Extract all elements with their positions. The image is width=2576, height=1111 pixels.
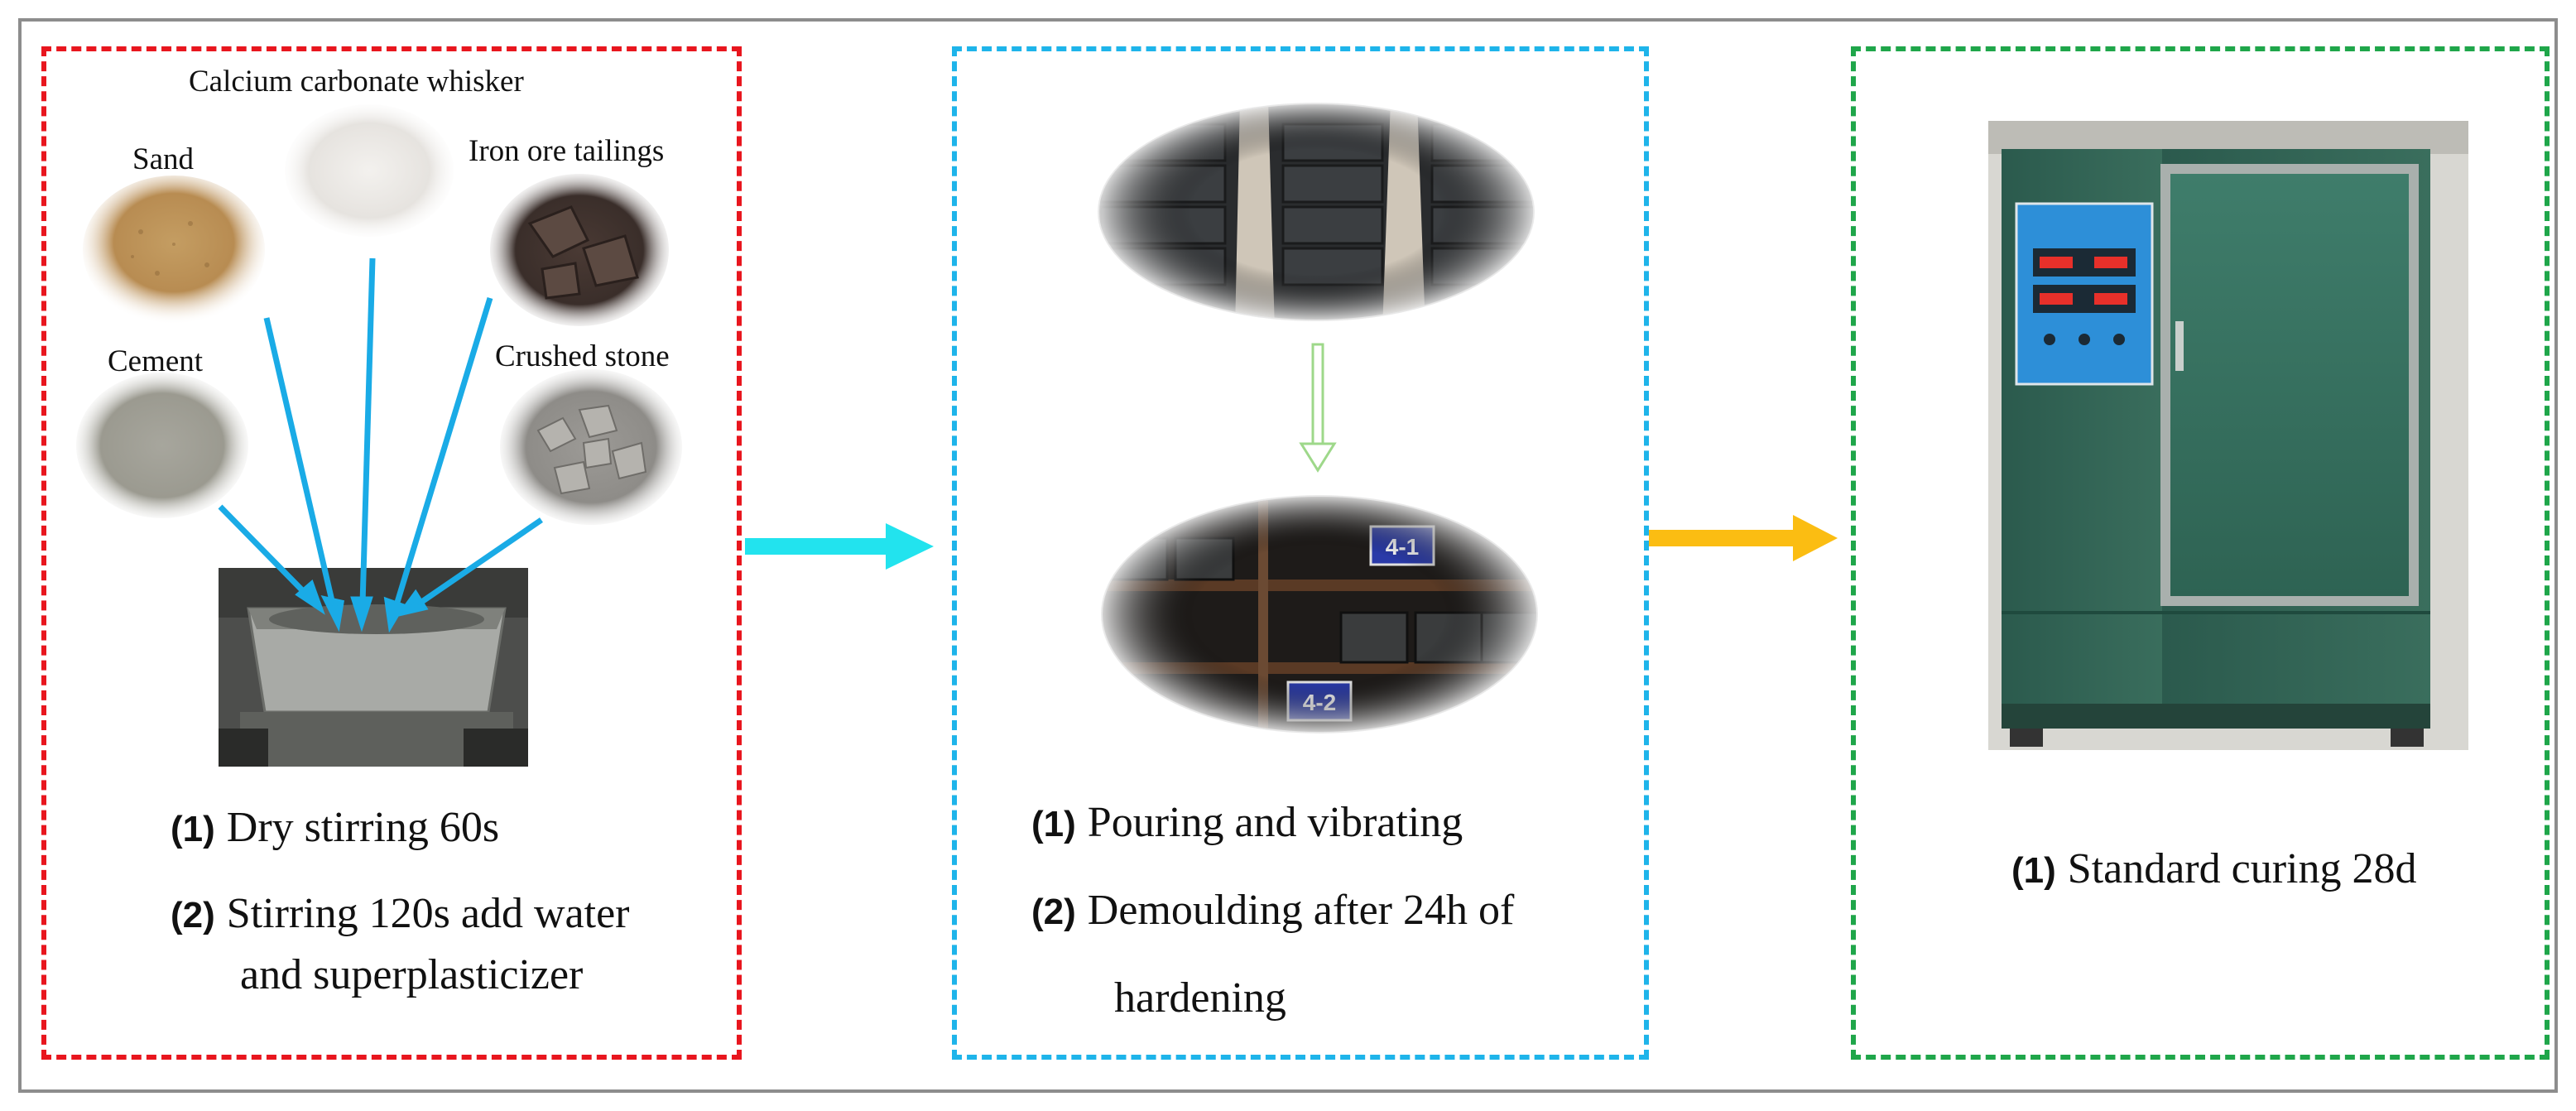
calcium-carbonate-whisker-photo <box>285 104 454 237</box>
mixer-photo <box>219 568 528 767</box>
crushed-stone-photo <box>500 369 682 525</box>
sand-photo <box>83 176 265 325</box>
step-number: (1) <box>2011 850 2056 891</box>
mixing-step-2-line2: and superplasticizer <box>240 951 584 998</box>
step-number: (1) <box>1031 804 1076 844</box>
arrow-casting-to-curing <box>1649 515 1838 561</box>
step-number: (2) <box>1031 892 1076 932</box>
step-number: (2) <box>171 895 215 935</box>
cabinet-door <box>2170 174 2409 596</box>
curing-stage-panel <box>1851 46 2550 1060</box>
mixing-step-2: (2) Stirring 120s add water <box>171 889 629 939</box>
casting-step-2-line2: hardening <box>1114 974 1286 1022</box>
label-cement: Cement <box>108 344 204 378</box>
casting-step-1: (1) Pouring and vibrating <box>1031 798 1463 848</box>
step-text: Pouring and vibrating <box>1087 799 1463 846</box>
label-sand: Sand <box>132 142 194 176</box>
step-text: Stirring 120s add water <box>226 890 630 937</box>
mixing-stage-panel <box>41 46 742 1060</box>
arrow-mixing-to-casting <box>745 523 934 570</box>
casting-stage-panel <box>952 46 1649 1060</box>
iron-ore-tailings-photo <box>490 174 669 326</box>
mixing-step-1: (1) Dry stirring 60s <box>171 803 499 853</box>
casting-step-2: (2) Demoulding after 24h of <box>1031 886 1514 935</box>
curing-cabinet-photo <box>1988 121 2468 750</box>
rack-photo: 4-1 4-2 <box>1101 495 1538 733</box>
molds-photo <box>1098 103 1535 321</box>
door-handle <box>2175 321 2184 371</box>
label-crushed-stone: Crushed stone <box>495 339 670 373</box>
arrow-demoulding <box>1299 343 1337 473</box>
step-text: Dry stirring 60s <box>226 804 500 851</box>
label-iron-ore-tailings: Iron ore tailings <box>469 134 665 168</box>
step-number: (1) <box>171 809 215 849</box>
step-text: Standard curing 28d <box>2067 845 2417 892</box>
label-calcium-carbonate-whisker: Calcium carbonate whisker <box>189 65 524 99</box>
material-arrows <box>218 257 543 633</box>
cement-photo <box>76 373 248 518</box>
step-text: Demoulding after 24h of <box>1087 887 1515 934</box>
curing-step-1: (1) Standard curing 28d <box>2011 844 2416 894</box>
